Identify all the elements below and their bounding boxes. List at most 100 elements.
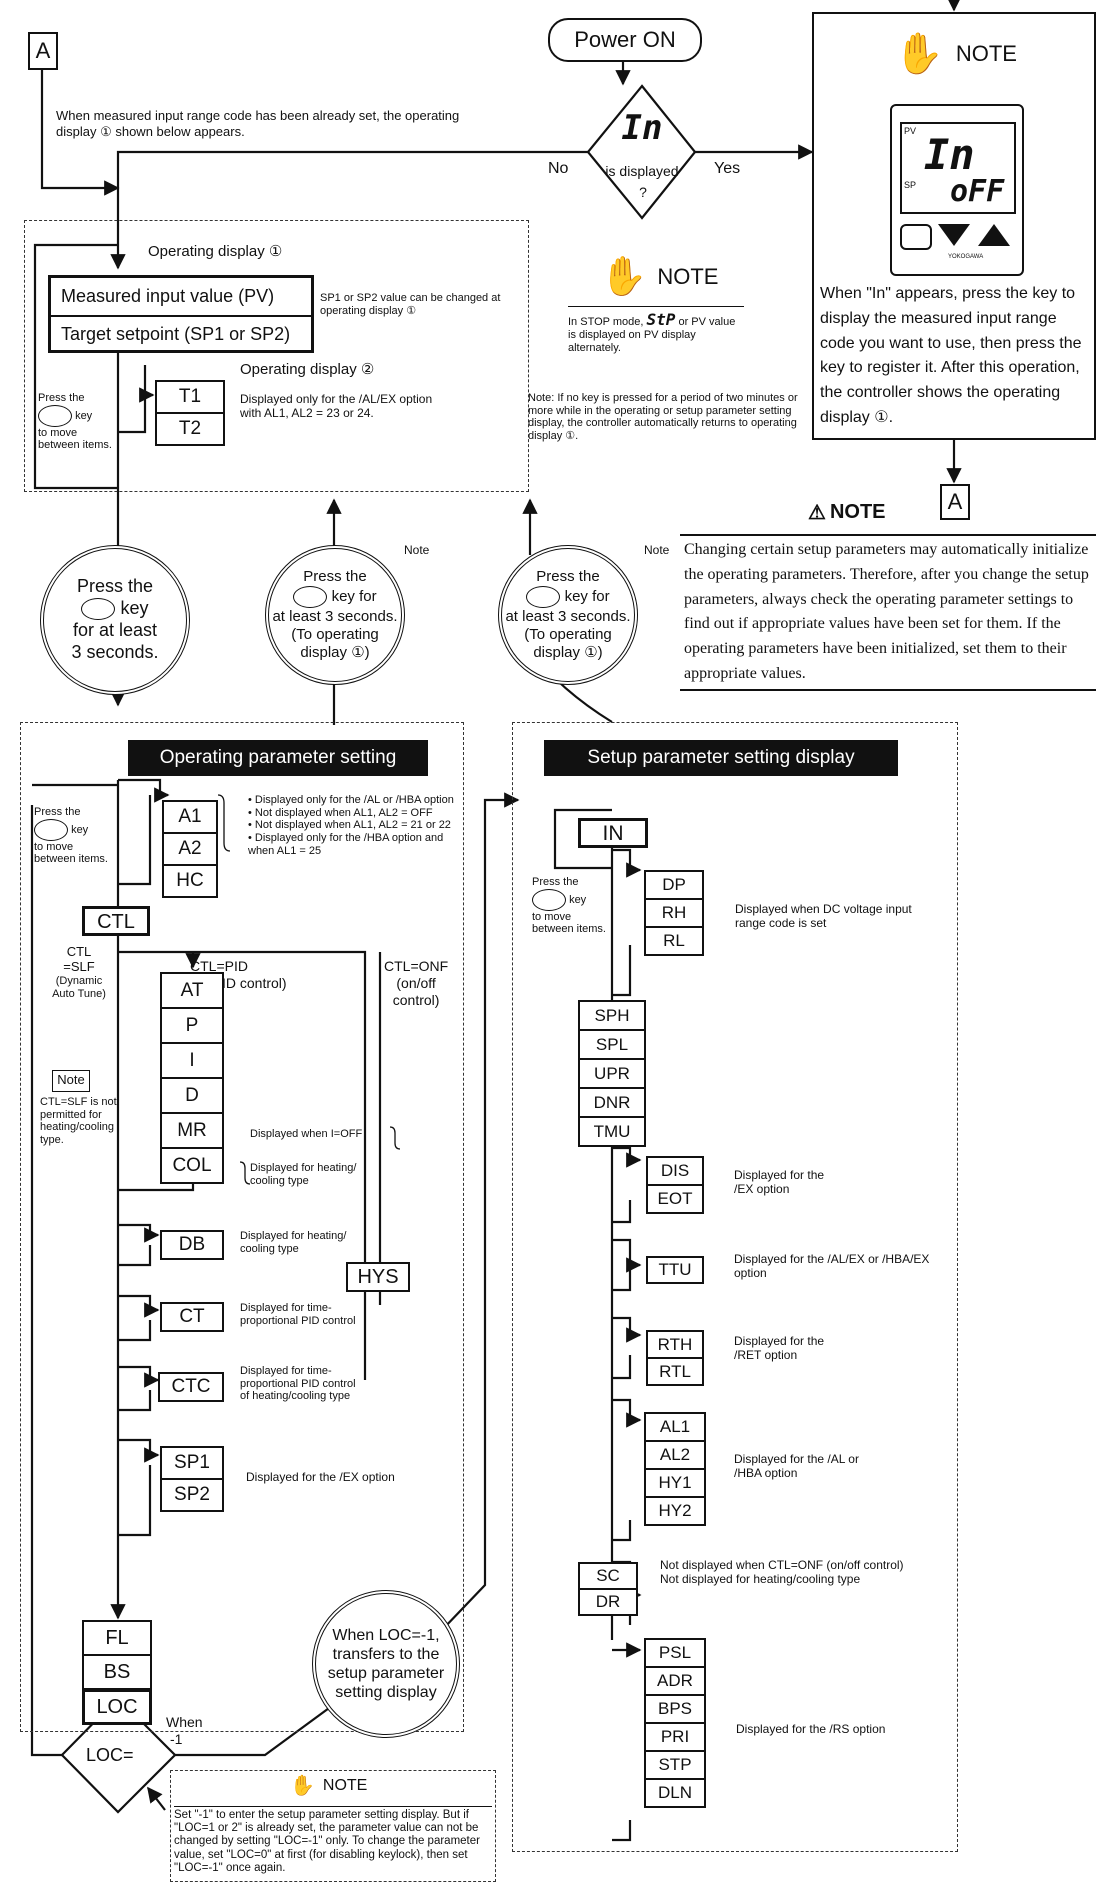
sp-note: Displayed for the /EX option (246, 1470, 395, 1484)
eot-box: EOT (646, 1185, 704, 1214)
dc-items-stack: DP RH RL (644, 870, 704, 956)
bs-box: BS (82, 1655, 152, 1689)
t-note: Displayed only for the /AL/EX option wit… (240, 392, 440, 421)
ctc-box: CTC (158, 1372, 224, 1402)
sp-label: SP (904, 180, 916, 190)
ret-note: Displayed for the /RET option (734, 1334, 844, 1363)
intro-text: When measured input range code has been … (56, 108, 466, 139)
hand-warning-icon: ✋ (290, 1776, 315, 1796)
sc-note: Not displayed when CTL=ONF (on/off contr… (660, 1558, 950, 1587)
rs-items-stack: PSL ADR BPS PRI STP DLN (644, 1638, 706, 1808)
rth-box: RTH (646, 1330, 704, 1358)
stop-note-text: In STOP mode, StP or PV value is display… (568, 306, 744, 355)
sp-items-stack: SP1 SP2 (160, 1446, 224, 1512)
db-note: Displayed for heating/ cooling type (240, 1230, 350, 1255)
hy1-box: HY1 (644, 1469, 706, 1497)
warn-note-title: ⚠NOTE (808, 500, 886, 525)
a2-box: A2 (162, 833, 218, 865)
loc-decision-label: LOC= (86, 1745, 134, 1766)
at-box: AT (160, 972, 224, 1008)
fl-box: FL (82, 1620, 152, 1655)
loc-note-text: Set "-1" to enter the setup parameter se… (174, 1806, 492, 1875)
ctc-note: Displayed for time-proportional PID cont… (240, 1365, 364, 1403)
d-box: D (160, 1078, 224, 1113)
sp-change-note: SP1 or SP2 value can be changed at opera… (320, 292, 520, 317)
dnr-box: DNR (578, 1088, 646, 1117)
setenter-button[interactable] (900, 224, 932, 250)
hys-box: HYS (346, 1262, 410, 1292)
up-key-icon[interactable] (978, 224, 1010, 246)
transfer-circle: When LOC=-1,transfers to thesetup parame… (312, 1590, 460, 1738)
brand-label: YOKOGAWA (948, 254, 983, 260)
al-note: Displayed for the /AL or /HBA option (734, 1452, 874, 1481)
loc-note-title: ✋NOTE (290, 1776, 367, 1796)
rh-box: RH (644, 899, 704, 927)
sph-box: SPH (578, 1000, 646, 1030)
spl-box: SPL (578, 1030, 646, 1059)
down-key-icon[interactable] (938, 224, 970, 246)
note-label-2: Note (644, 543, 669, 557)
mr-box: MR (160, 1113, 224, 1148)
right-note-title: ✋ NOTE (894, 34, 1017, 74)
hc-box: HC (162, 865, 218, 898)
adr-box: ADR (644, 1667, 706, 1695)
right-note-panel: ✋ NOTE PV In SP oFF YOKOGAWA When "In" a… (812, 12, 1096, 440)
tmu-box: TMU (578, 1117, 646, 1147)
marker-a-top: A (28, 32, 58, 70)
bps-box: BPS (644, 1695, 706, 1723)
sp-range-items-stack: SPH SPL UPR DNR TMU (578, 1000, 646, 1147)
t2-box: T2 (155, 413, 225, 446)
al-items-stack: AL1 AL2 HY1 HY2 (644, 1412, 706, 1526)
i-box: I (160, 1043, 224, 1078)
sc-box: SC (578, 1562, 638, 1589)
decision-in-glyph: In (604, 108, 680, 148)
sc-items-stack: SC DR (578, 1562, 638, 1616)
a1-box: A1 (162, 800, 218, 833)
pri-box: PRI (644, 1723, 706, 1751)
in-box: IN (578, 818, 648, 848)
ttu-note: Displayed for the /AL/EX or /HBA/EX opti… (734, 1252, 954, 1281)
press-key-move-1: Press the key to move between items. (38, 392, 118, 452)
loc-box: LOC (82, 1689, 152, 1725)
stp-glyph: StP (646, 310, 675, 329)
op-param-header: Operating parameter setting display (128, 740, 428, 776)
hand-warning-icon: ✋ (894, 34, 944, 74)
col-box: COL (160, 1148, 224, 1184)
ttu-box: TTU (646, 1256, 704, 1284)
return-note: Note: If no key is pressed for a period … (528, 392, 818, 443)
dln-box: DLN (644, 1779, 706, 1808)
ex-items-stack: DIS EOT (646, 1156, 704, 1214)
note-label-1: Note (404, 543, 429, 557)
marker-a-right: A (940, 484, 970, 520)
dis-box: DIS (646, 1156, 704, 1185)
col-note: Displayed for heating/ cooling type (250, 1162, 360, 1187)
pv-box: Measured input value (PV) (51, 278, 311, 317)
sp2-box: SP2 (160, 1479, 224, 1512)
controller-display: PV In SP oFF YOKOGAWA (890, 104, 1024, 276)
ex-note: Displayed for the /EX option (734, 1168, 844, 1197)
op-param-area (20, 722, 464, 1732)
decision-yes-label: Yes (714, 160, 740, 178)
dp-box: DP (644, 870, 704, 899)
press-key-move-2: Press the key to move between items. (34, 806, 114, 866)
slf-note: CTL=SLF is not permitted for heating/coo… (40, 1096, 120, 1147)
ctl-box: CTL (82, 906, 150, 936)
note-box: Note (52, 1070, 90, 1092)
power-on-terminal: Power ON (548, 18, 702, 62)
decision-in-text: is displayed (590, 163, 694, 180)
stop-note-title: ✋ NOTE (600, 258, 718, 296)
rl-box: RL (644, 927, 704, 956)
warning-triangle-icon: ⚠ (808, 500, 826, 525)
decision-in-q: ? (636, 184, 650, 201)
pv-sp-box: Measured input value (PV) Target setpoin… (48, 275, 314, 353)
p-box: P (160, 1008, 224, 1043)
warn-note-text: Changing certain setup parameters may au… (680, 534, 1096, 691)
rtl-box: RTL (646, 1358, 704, 1386)
t1-box: T1 (155, 380, 225, 413)
a-notes: • Displayed only for the /AL or /HBA opt… (248, 794, 458, 857)
